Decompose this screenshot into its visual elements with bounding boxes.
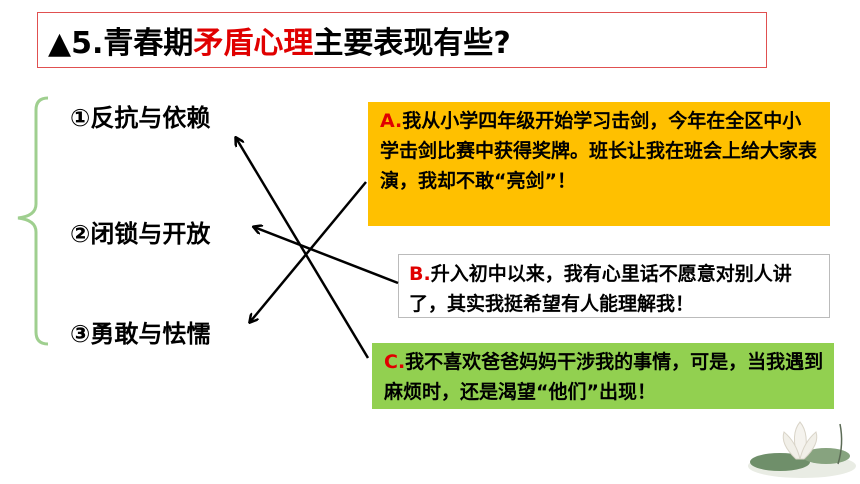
box-b-text: 升入初中以来，我有心里话不愿意对别人讲了，其实我挺希望有人能理解我！ xyxy=(409,263,792,315)
item-closed-open: ②闭锁与开放 xyxy=(70,220,211,248)
box-c: C.我不喜欢爸爸妈妈干涉我的事情，可是，当我遇到麻烦时，还是渴望“他们”出现！ xyxy=(372,343,834,409)
box-c-text: 我不喜欢爸爸妈妈干涉我的事情，可是，当我遇到麻烦时，还是渴望“他们”出现！ xyxy=(384,351,824,403)
lotus-decoration-icon xyxy=(748,421,856,478)
brace-icon xyxy=(17,96,49,346)
box-c-label: C. xyxy=(384,351,406,373)
arrow-b-to-item2 xyxy=(254,227,399,285)
box-b-label: B. xyxy=(409,263,431,285)
item-brave-timid: ③勇敢与怯懦 xyxy=(70,320,211,348)
box-a: A.我从小学四年级开始学习击剑，今年在全区中小学击剑比赛中获得奖牌。班长让我在班… xyxy=(368,102,830,226)
title-prefix: ▲5.青春期 xyxy=(48,26,194,61)
arrow-c-to-item1 xyxy=(236,138,370,359)
arrow-a-to-item3 xyxy=(250,181,367,322)
box-a-label: A. xyxy=(380,110,403,132)
item-rebellion-dependence: ①反抗与依赖 xyxy=(70,104,211,132)
title-suffix: 主要表现有些? xyxy=(313,26,511,61)
box-b: B.升入初中以来，我有心里话不愿意对别人讲了，其实我挺希望有人能理解我！ xyxy=(398,254,830,318)
title-highlight: 矛盾心理 xyxy=(193,26,314,61)
title-box: ▲5.青春期矛盾心理主要表现有些? xyxy=(37,12,767,68)
box-a-text: 我从小学四年级开始学习击剑，今年在全区中小学击剑比赛中获得奖牌。班长让我在班会上… xyxy=(380,110,818,192)
